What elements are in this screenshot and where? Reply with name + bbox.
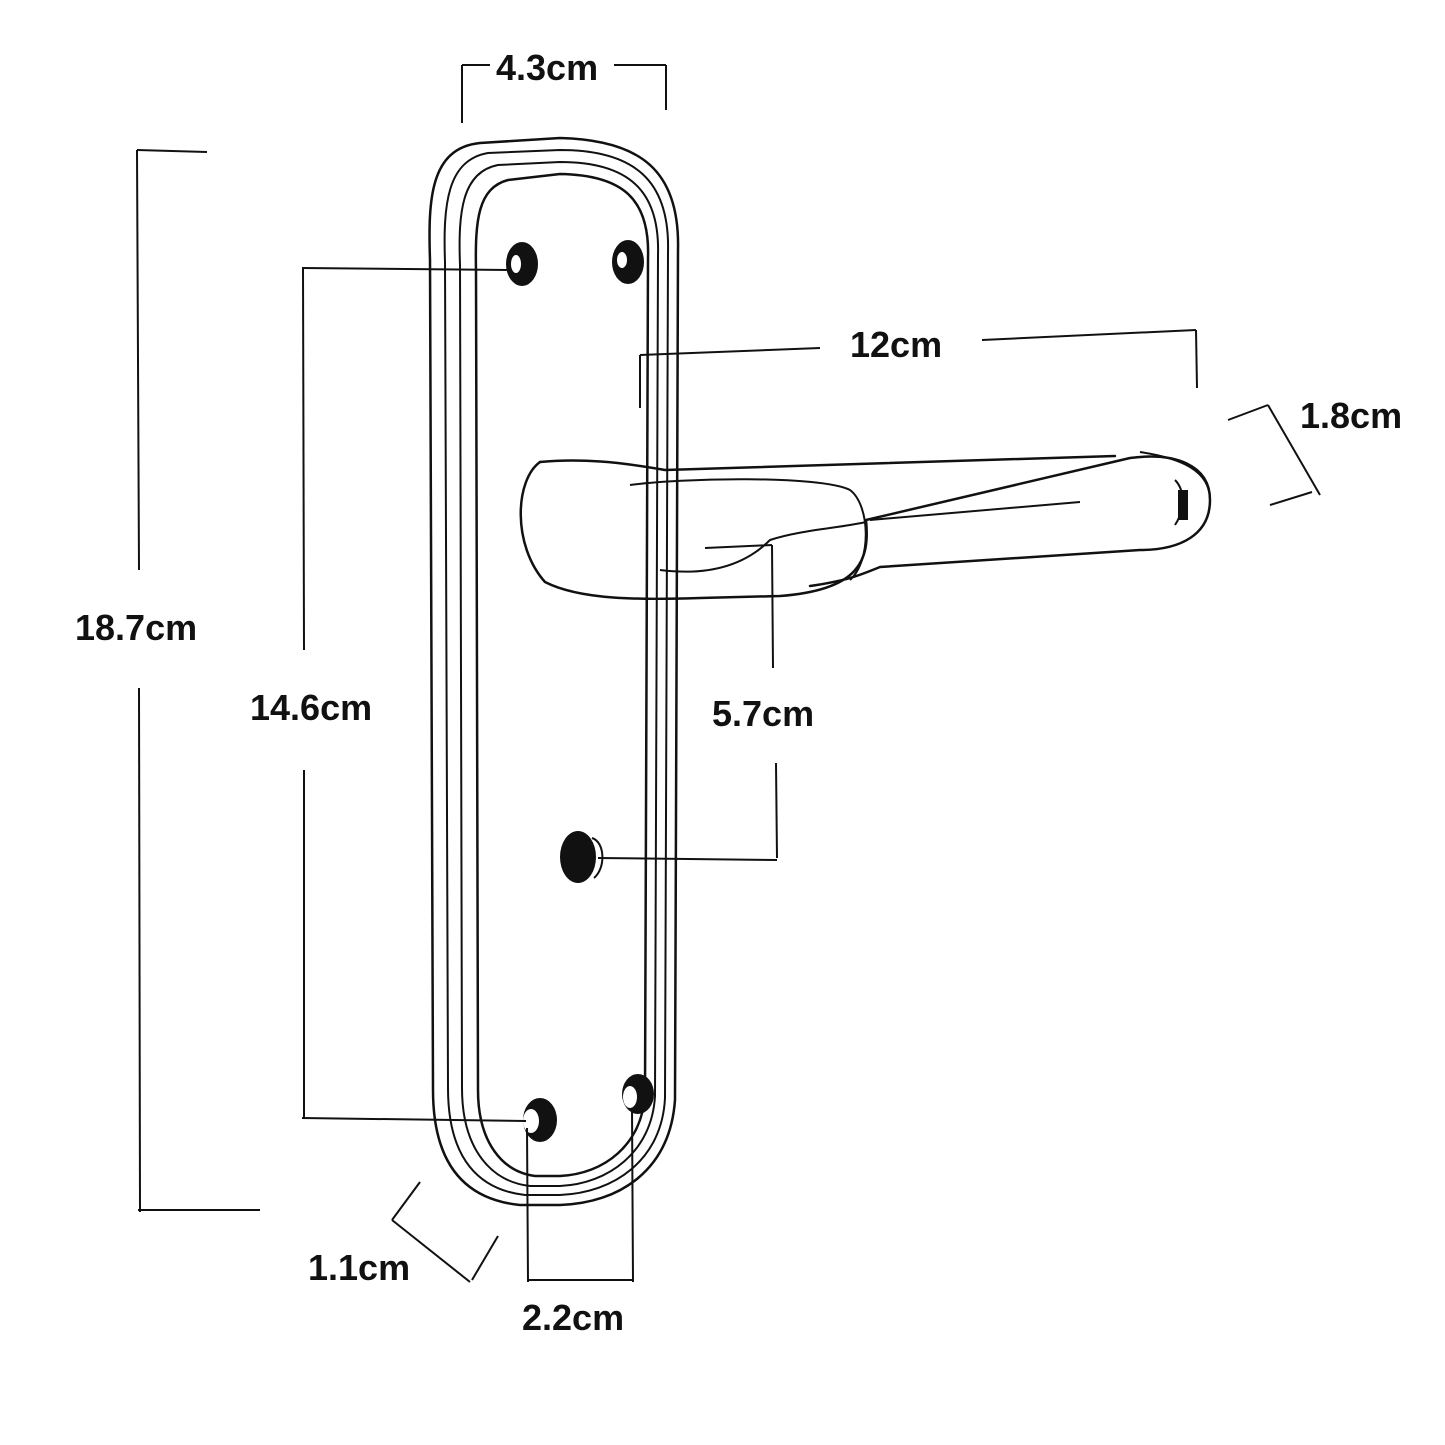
label-screw-spacing: 14.6cm — [250, 687, 373, 728]
label-lever-to-keyhole: 5.7cm — [712, 693, 815, 734]
dim-screw-spacing — [301, 267, 527, 1122]
label-screw-pitch-bottom: 2.2cm — [522, 1297, 625, 1338]
backplate-rim-1 — [443, 148, 670, 1196]
label-lever-thickness: 1.8cm — [1300, 395, 1403, 436]
label-plate-thickness: 1.1cm — [308, 1247, 411, 1288]
keyhole — [560, 831, 604, 883]
dim-lever-to-keyhole — [597, 544, 778, 861]
dim-lever-thickness — [1227, 404, 1321, 506]
backplate-outer — [428, 136, 680, 1207]
lever-handle — [519, 451, 1212, 601]
backplate-rim-2 — [458, 160, 660, 1187]
backplate-inner — [474, 172, 650, 1178]
screw-hole-bottom-left — [523, 1098, 557, 1142]
label-lever-length: 12cm — [850, 324, 943, 365]
label-overall-height: 18.7cm — [75, 607, 198, 648]
dim-top-width — [461, 64, 667, 123]
dim-lever-length — [639, 329, 1198, 408]
dim-screw-pitch-bottom — [526, 1107, 634, 1283]
dim-plate-thickness — [391, 1181, 499, 1283]
dim-overall-height — [136, 149, 260, 1213]
screw-hole-bottom-right — [622, 1074, 654, 1114]
label-top-width: 4.3cm — [496, 47, 599, 88]
screw-hole-top-right — [612, 240, 644, 284]
screw-hole-top-left — [506, 242, 538, 286]
